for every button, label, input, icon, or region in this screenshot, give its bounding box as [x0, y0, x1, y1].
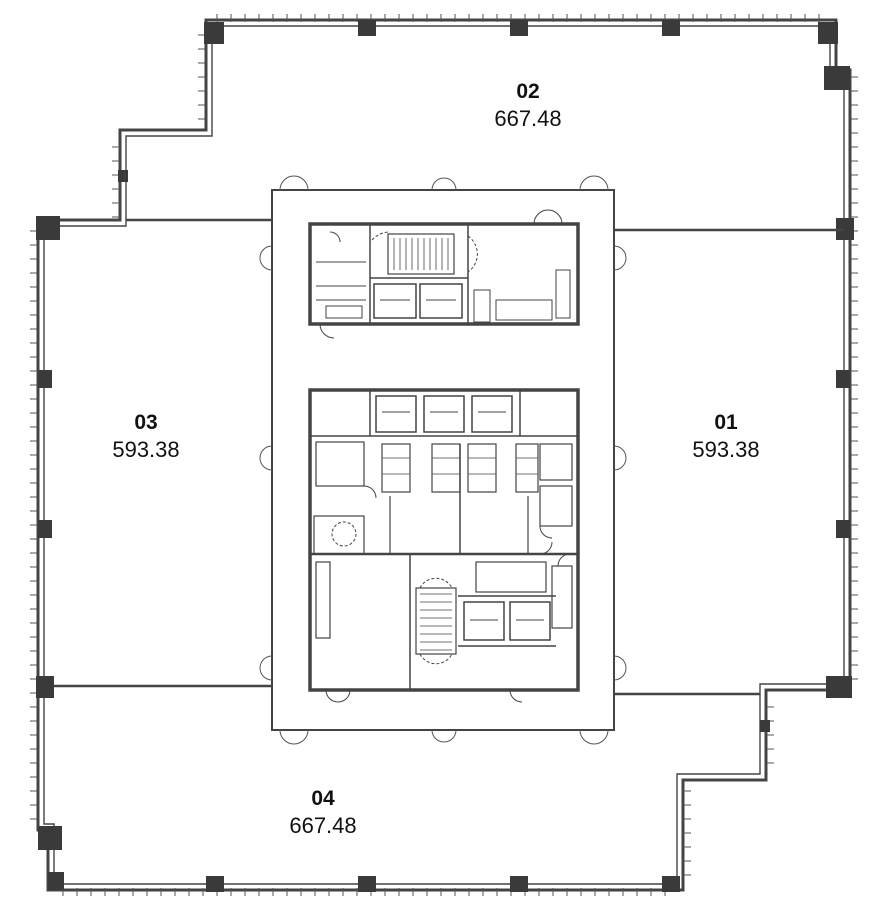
- unit-area: 593.38: [112, 437, 180, 462]
- unit-label-02: 02 667.48: [458, 79, 598, 133]
- unit-area: 667.48: [289, 813, 357, 838]
- unit-label-04: 04 667.48: [253, 786, 393, 840]
- unit-label-03: 03 593.38: [76, 410, 216, 464]
- unit-id: 01: [714, 411, 738, 434]
- core-corridor: [271, 189, 615, 731]
- demising-walls: [54, 218, 844, 696]
- lower-core: [308, 388, 580, 703]
- unit-area: 667.48: [494, 106, 562, 131]
- unit-id: 03: [134, 411, 158, 434]
- unit-id: 04: [311, 787, 335, 810]
- unit-label-01: 01 593.38: [656, 410, 796, 464]
- unit-area: 593.38: [692, 437, 760, 462]
- corridor-doors: [259, 175, 627, 745]
- upper-core: [308, 209, 580, 339]
- perimeter-columns: [36, 20, 854, 892]
- unit-id: 02: [516, 80, 540, 103]
